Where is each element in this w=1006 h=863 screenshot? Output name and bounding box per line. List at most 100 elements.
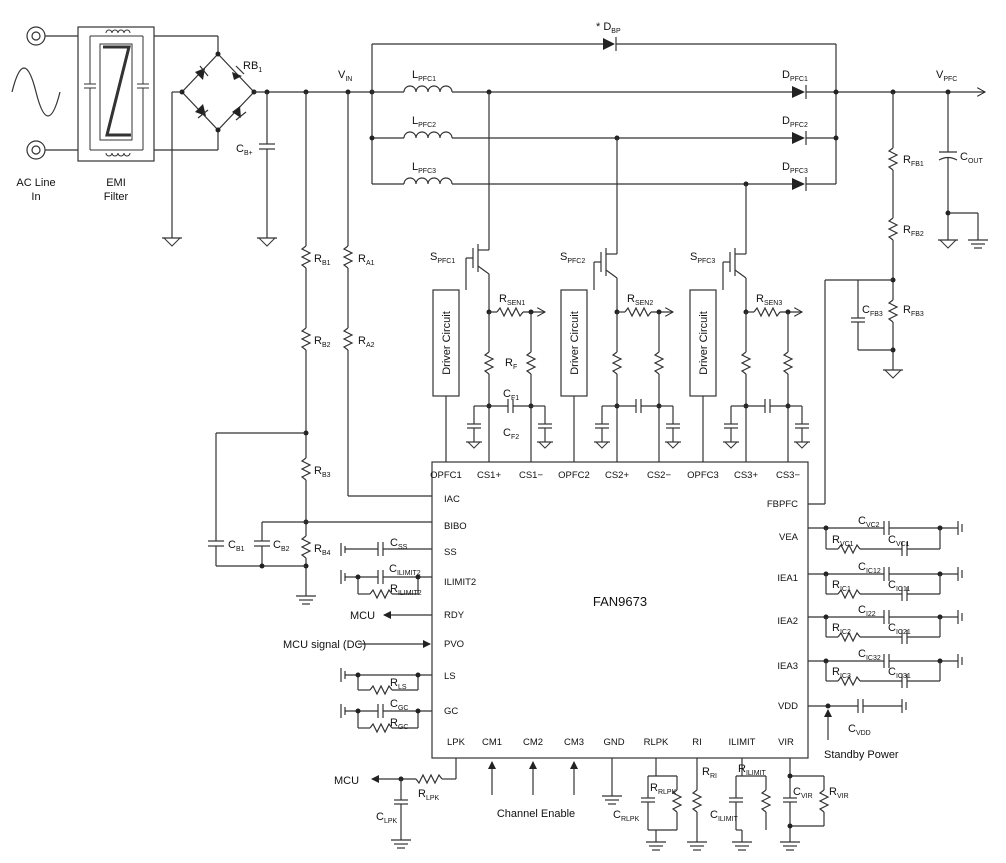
svg-text:OPFC3: OPFC3 [687,470,719,481]
ic-name: FAN9673 [593,594,647,609]
driver-circuit-3: Driver Circuit [698,311,710,375]
bridge-rectifier [154,35,257,247]
rrlpk-label: RRLPK [650,782,677,796]
driver-circuit-2: Driver Circuit [569,311,581,375]
rb1-label: RB1 [243,60,262,74]
rri-label: RRI [702,766,717,780]
stage-2 [560,138,681,462]
emi-filter [77,26,155,162]
ric3-label: RIC3 [832,666,851,680]
rilimit2-label: RILIMIT2 [390,583,422,597]
cic31-label: CIC31 [888,666,911,680]
cic11-label: CIC11 [888,579,910,593]
spfc1-label: SPFC1 [430,251,455,265]
cic32-label: CIC32 [858,648,881,662]
svg-text:IEA3: IEA3 [777,661,798,672]
vin-label: VIN [338,69,352,83]
svg-text:VIR: VIR [778,737,794,748]
ra2-label: RA2 [358,335,375,349]
rb2-label: RB2 [314,335,331,349]
svg-text:FBPFC: FBPFC [767,499,798,510]
mcu-rdy-label: MCU [350,610,375,622]
spfc2-label: SPFC2 [560,251,585,265]
svg-text:ILIMIT: ILIMIT [729,737,756,748]
rlpk-label: RLPK [418,788,440,802]
cout-label: COUT [960,151,983,165]
cic21-label: CIC21 [888,622,911,636]
cvc2-label: CVC2 [858,515,880,529]
ric1-label: RIC1 [832,579,851,593]
rsen2-label: RSEN2 [627,293,653,307]
cilimit2-label: CILIMIT2 [389,563,421,577]
svg-text:LS: LS [444,671,456,682]
rfb3-label: RFB3 [903,304,924,318]
rvc1-label: RVC1 [832,534,854,548]
rvir-label: RVIR [829,786,849,800]
ic-pins-bottom: LPK CM1 CM2 CM3 GND RLPK RI ILIMIT VIR [447,737,794,748]
crlpk-label: CRLPK [613,809,640,823]
rb1-res-label: RB1 [314,253,331,267]
cilimit-label: CILIMIT [710,809,739,823]
ci22-label: CI22 [858,604,876,618]
lpfc2-label: LPFC2 [412,115,436,129]
ic-pins-top: OPFC1 CS1+ CS1− OPFC2 CS2+ CS2− OPFC3 CS… [430,470,800,481]
dpfc2-label: DPFC2 [782,115,808,129]
svg-text:CS2+: CS2+ [605,470,629,481]
svg-text:ILIMIT2: ILIMIT2 [444,577,476,588]
svg-text:CM2: CM2 [523,737,543,748]
dbp-label: * DBP [596,21,621,35]
svg-text:IEA1: IEA1 [777,573,798,584]
svg-text:SS: SS [444,547,457,558]
ric2-label: RIC2 [832,622,851,636]
svg-text:CS3−: CS3− [776,470,800,481]
svg-text:RI: RI [692,737,702,748]
cbplus-label: CB+ [236,143,253,157]
svg-text:BIBO: BIBO [444,521,467,532]
lpfc3-label: LPFC3 [412,161,436,175]
css-label: CSS [390,537,408,551]
svg-text:CS2−: CS2− [647,470,671,481]
cfb3-label: CFB3 [862,304,883,318]
cic12-label: CIC12 [858,561,881,575]
rilimit-label: RILIMIT [738,763,767,777]
vpfc-label: VPFC [936,69,957,83]
svg-text:RLPK: RLPK [644,737,669,748]
svg-text:VEA: VEA [779,532,799,543]
ac-source [11,26,78,160]
cgc-label: CGC [390,698,408,712]
rsen3-label: RSEN3 [756,293,782,307]
cb2-label: CB2 [273,539,290,553]
rfb1-label: RFB1 [903,154,924,168]
svg-text:IAC: IAC [444,494,460,505]
rb3-label: RB3 [314,465,331,479]
cf2-label: CF2 [503,427,519,441]
rgc-label: RGC [390,717,408,731]
svg-text:VDD: VDD [778,701,798,712]
svg-text:CS3+: CS3+ [734,470,758,481]
ic-pins-left: IAC BIBO SS ILIMIT2 RDY PVO LS GC [444,494,476,717]
svg-text:IEA2: IEA2 [777,616,798,627]
dpfc3-label: DPFC3 [782,161,808,175]
svg-text:CS1+: CS1+ [477,470,501,481]
rf-label: RF [505,357,517,371]
svg-text:GND: GND [603,737,624,748]
cb1-label: CB1 [228,539,245,553]
ra1-label: RA1 [358,253,375,267]
svg-text:RDY: RDY [444,610,465,621]
cvdd-label: CVDD [848,723,871,737]
svg-text:CM3: CM3 [564,737,584,748]
standby-power-label: Standby Power [824,749,899,761]
svg-text:CM1: CM1 [482,737,502,748]
driver-circuit-1: Driver Circuit [441,311,453,375]
stage-1 [432,92,553,462]
ic-pins-right: FBPFC VEA IEA1 IEA2 IEA3 VDD [767,499,799,712]
cvir-label: CVIR [793,786,813,800]
lpfc1-label: LPFC1 [412,69,436,83]
svg-text:GC: GC [444,706,458,717]
mcu-lpk-label: MCU [334,775,359,787]
ic-fan9673 [431,461,809,759]
mcu-signal-label: MCU signal (DC) [283,639,366,651]
